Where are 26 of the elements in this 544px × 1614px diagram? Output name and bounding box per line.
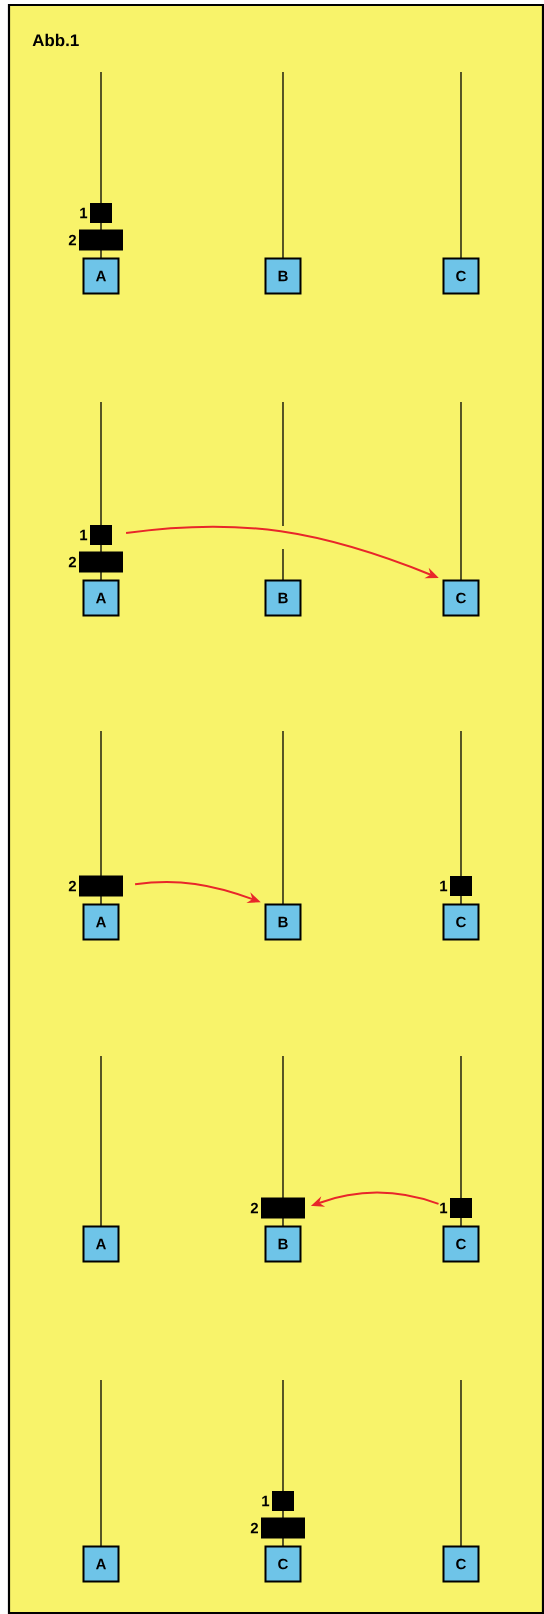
base-box: C: [264, 1545, 302, 1583]
base-box: B: [264, 903, 302, 941]
disk-number: 2: [68, 880, 76, 892]
disk-number: 1: [80, 529, 88, 541]
base-box: A: [82, 257, 120, 295]
base-box: A: [82, 1225, 120, 1263]
base-box: B: [264, 257, 302, 295]
figure-title: Abb.1: [32, 33, 79, 47]
disk-number: 2: [250, 1522, 258, 1534]
base-box: C: [442, 257, 480, 295]
base-box: C: [442, 903, 480, 941]
disk-number: 1: [440, 1202, 448, 1214]
disk-number: 1: [262, 1495, 270, 1507]
disk-number: 1: [80, 207, 88, 219]
disk-number: 1: [440, 880, 448, 892]
disk-number: 2: [250, 1202, 258, 1214]
base-box: C: [442, 1225, 480, 1263]
base-box: C: [442, 579, 480, 617]
disk-number: 2: [68, 234, 76, 246]
base-box: A: [82, 1545, 120, 1583]
base-box: A: [82, 903, 120, 941]
base-box: A: [82, 579, 120, 617]
disk-number: 2: [68, 556, 76, 568]
base-box: C: [442, 1545, 480, 1583]
base-box: B: [264, 579, 302, 617]
base-box: B: [264, 1225, 302, 1263]
